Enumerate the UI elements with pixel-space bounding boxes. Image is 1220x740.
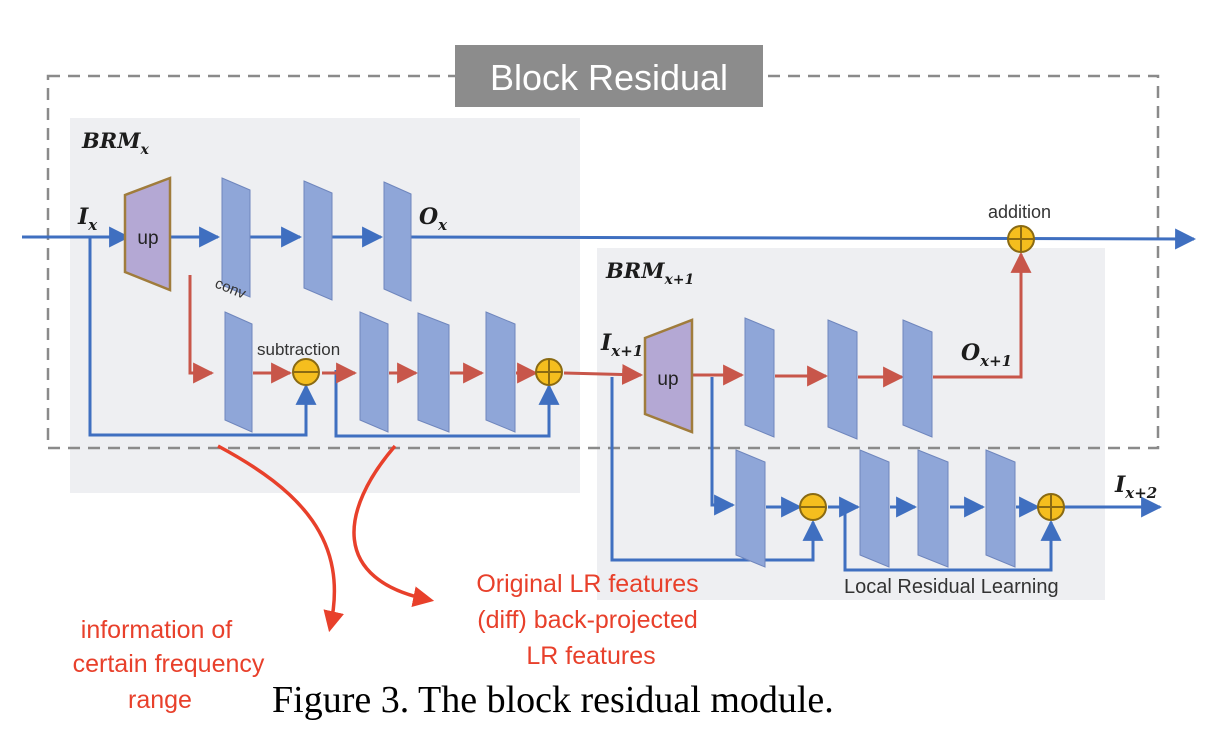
brm-x-panel [70,118,580,493]
annotation-arrow-right [352,444,435,607]
brm-x1-label-main: BRM [605,258,665,283]
ix2-main: I [1114,472,1126,498]
conv-block [224,311,253,433]
annotation-right: Original LR features (diff) back-project… [476,570,705,670]
ix1-label: Ix+1 [600,330,643,360]
up-label-x1: up [657,369,678,390]
brm-x-label-sub: x [139,142,149,158]
addition-label: addition [988,202,1051,222]
conv-block [221,177,251,298]
annotation-right-line: (diff) back-projected [477,606,697,634]
ox1-main: O [961,340,980,366]
brm-x1-label: BRMx+1 [605,258,694,288]
local-residual-label: Local Residual Learning [844,576,1059,598]
conv-block [417,312,450,433]
annotation-left: information of certain frequency range [73,616,272,714]
conv-block [744,317,775,438]
ox-sub: x [437,216,448,234]
ix-main: I [77,204,89,230]
annotation-left-line: information of [81,616,233,644]
conv-block [917,449,949,568]
ix1-sub: x+1 [610,342,643,360]
up-label-x: up [137,228,158,249]
ix1-main: I [600,330,612,356]
conv-block [485,311,516,433]
ix-sub: x [87,216,98,234]
ix2-sub: x+2 [1124,484,1157,502]
conv-block [985,449,1016,568]
up-block-x [123,176,172,292]
annotation-left-line: certain frequency [73,650,265,678]
block-residual-title: Block Residual [490,57,728,98]
brm-x1-label-sub: x+1 [663,272,694,288]
conv-block [383,181,412,302]
ix2-label: Ix+2 [1114,472,1157,502]
annotation-left-line: range [128,686,192,714]
annotation-right-line: Original LR features [476,570,698,598]
ox1-sub: x+1 [979,352,1012,370]
ix-label: Ix [77,204,98,234]
conv-block [735,449,766,568]
figure-caption: Figure 3. The block residual module. [272,679,834,721]
annotation-arrow-left [217,444,344,633]
ox-label: Ox [419,204,448,234]
block-residual-title-box [455,45,763,107]
conv-block [827,319,858,440]
conv-block [902,319,933,438]
brm-x-label: BRMx [81,128,149,158]
brm-x-label-main: BRM [81,128,141,153]
annotation-right-line: LR features [526,642,655,670]
conv-block [303,180,333,301]
ox-main: O [419,204,438,230]
conv-block [859,449,890,568]
conv-block [359,311,389,433]
ox1-label: Ox+1 [961,340,1012,370]
subtraction-label: subtraction [257,340,340,359]
up-block-x1 [643,318,694,434]
